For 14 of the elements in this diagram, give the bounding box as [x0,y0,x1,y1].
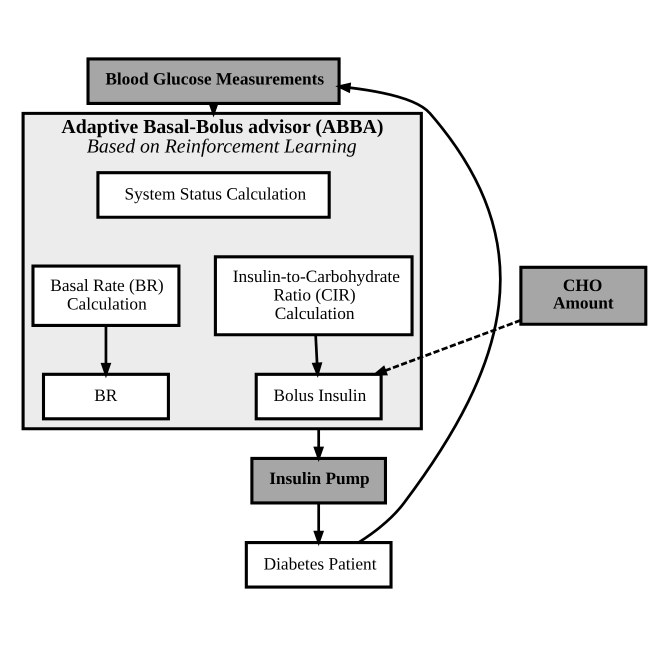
node-box: CHO Amount [519,265,648,326]
node-box: Insulin Pump [250,456,387,504]
node-box: BR [42,372,170,420]
node-box: Bolus Insulin [254,372,383,420]
node-box: System Status Calculation [96,170,331,218]
node-box: Diabetes Patient [244,540,393,588]
node-box: Insulin-to-Carbohydrate Ratio (CIR) Calculation [214,254,414,336]
arrow [372,318,522,376]
arrow [312,334,322,378]
node-box: Basal Rate (BR) Calculation [31,264,180,327]
arrow [100,326,112,378]
arrow [335,82,502,544]
arrow [313,428,324,462]
arrow [313,502,324,546]
